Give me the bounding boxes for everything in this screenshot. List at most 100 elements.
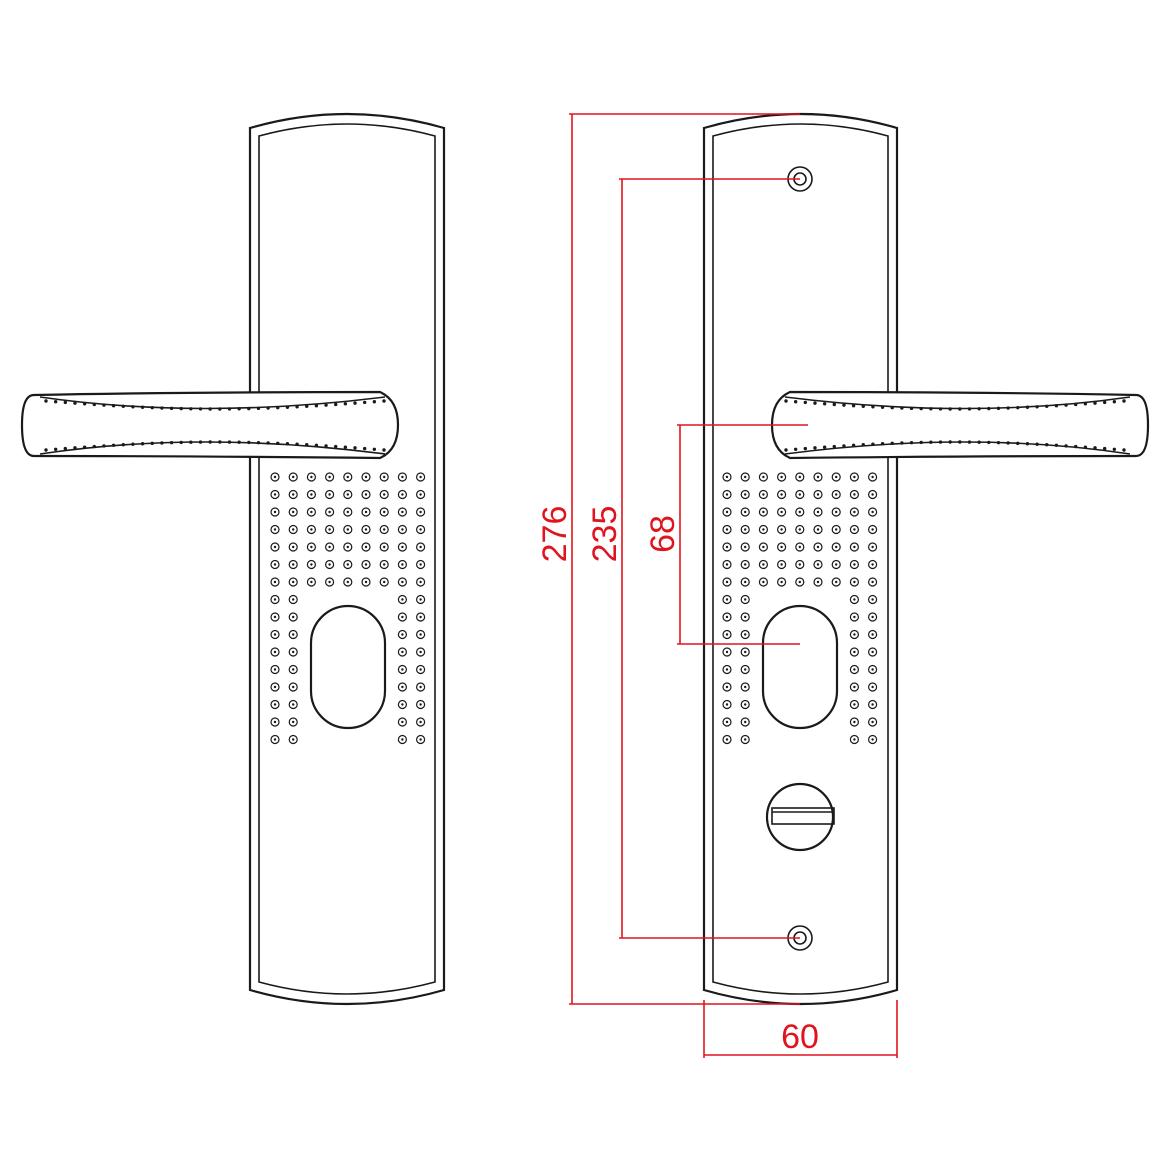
pattern-dot xyxy=(740,612,750,622)
pattern-dot-center xyxy=(816,510,820,514)
pattern-dot xyxy=(416,647,426,657)
pattern-dot xyxy=(416,472,426,482)
lever-dot xyxy=(1016,405,1020,410)
lever-dot xyxy=(362,400,367,405)
pattern-dot xyxy=(722,524,732,535)
pattern-dot xyxy=(795,489,805,500)
lever-dot xyxy=(324,403,328,407)
pattern-dot xyxy=(361,472,371,482)
pattern-dot-center xyxy=(725,545,729,549)
pattern-dot-center xyxy=(744,563,747,566)
pattern-dot xyxy=(867,472,878,482)
lever-dot xyxy=(803,446,808,451)
pattern-dot xyxy=(758,524,769,535)
pattern-dot xyxy=(722,507,732,517)
lever-dot xyxy=(1064,444,1068,448)
lever-dot xyxy=(1102,446,1107,451)
pattern-dot-center xyxy=(364,493,368,496)
left-handle-set xyxy=(20,112,446,1006)
pattern-dot-center xyxy=(401,510,404,514)
pattern-dot xyxy=(776,507,787,517)
lever-dot xyxy=(198,440,203,444)
pattern-dot xyxy=(397,577,407,587)
pattern-dot xyxy=(270,507,280,517)
pattern-dot-center xyxy=(401,475,404,479)
lever-dot xyxy=(1054,404,1059,408)
pattern-dot xyxy=(379,489,389,500)
pattern-dot xyxy=(270,682,280,692)
pattern-dot-center xyxy=(744,580,747,584)
pattern-dot-center xyxy=(835,510,838,514)
pattern-dot xyxy=(849,682,860,692)
lever-dot xyxy=(1122,448,1126,452)
lever-dot xyxy=(1035,405,1039,409)
pattern-dot-center xyxy=(401,738,404,741)
pattern-dot-center xyxy=(346,528,349,531)
lever-dot xyxy=(929,407,933,411)
pattern-dot xyxy=(416,664,426,675)
pattern-dot-center xyxy=(871,493,874,496)
pattern-dot xyxy=(416,542,426,552)
pattern-dot xyxy=(270,717,280,727)
pattern-dot-center xyxy=(346,563,349,566)
lever-dot xyxy=(314,443,319,447)
pattern-dot xyxy=(849,542,860,552)
lever-dot xyxy=(880,442,885,446)
pattern-dot-center xyxy=(292,633,295,636)
pattern-dot xyxy=(758,559,769,570)
lever-dot xyxy=(179,440,183,445)
pattern-dot xyxy=(722,489,732,500)
pattern-dot xyxy=(416,612,426,622)
pattern-dot-center xyxy=(292,720,295,724)
pattern-dot-center xyxy=(273,738,277,741)
pattern-dot xyxy=(288,734,298,745)
lever-dot xyxy=(1122,399,1126,403)
pattern-dot-center xyxy=(419,720,422,724)
pattern-dot-center xyxy=(762,528,765,531)
pattern-dot-center xyxy=(273,528,277,531)
pattern-dot-center xyxy=(762,563,765,566)
pattern-dot-center xyxy=(871,580,874,584)
pattern-dot xyxy=(270,664,280,675)
pattern-dot xyxy=(397,682,407,692)
lever-dot xyxy=(1083,445,1088,449)
pattern-dot-center xyxy=(744,650,747,654)
pattern-dot-center xyxy=(853,598,856,601)
pattern-dot-center xyxy=(725,580,729,584)
pattern-dot-center xyxy=(725,703,729,706)
right-lever-upper-groove xyxy=(784,396,1131,410)
pattern-dot xyxy=(849,664,860,675)
lever-dot xyxy=(784,448,788,452)
pattern-dot xyxy=(288,594,298,605)
lever-dot xyxy=(82,445,87,449)
pattern-dot xyxy=(867,629,878,640)
pattern-dot xyxy=(758,577,769,587)
lever-dot xyxy=(851,404,856,408)
pattern-dot-center xyxy=(273,650,277,654)
pattern-dot-center xyxy=(725,738,729,741)
lever-dot xyxy=(1083,402,1088,406)
lever-dot xyxy=(909,406,914,411)
pattern-dot xyxy=(306,542,316,552)
pattern-dot-center xyxy=(816,528,820,531)
pattern-dot xyxy=(288,577,298,587)
pattern-dot-center xyxy=(292,703,295,706)
pattern-dot-center xyxy=(383,510,386,514)
pattern-dot-center xyxy=(419,703,422,706)
pattern-dot xyxy=(306,507,316,517)
right-plate-inner xyxy=(712,123,889,995)
lever-dot xyxy=(208,407,212,411)
pattern-dot xyxy=(722,629,732,640)
left-cylinder-opening xyxy=(309,604,387,730)
pattern-dot-center xyxy=(816,563,820,566)
pattern-dot xyxy=(758,472,769,482)
pattern-dot xyxy=(270,472,280,482)
pattern-dot xyxy=(343,577,353,587)
pattern-dot xyxy=(740,559,750,570)
lever-dot xyxy=(793,400,798,404)
lever-dot xyxy=(861,404,865,408)
pattern-dot xyxy=(867,699,878,710)
pattern-dot-center xyxy=(401,685,404,689)
pattern-dot xyxy=(288,542,298,552)
pattern-dot-center xyxy=(744,528,747,531)
